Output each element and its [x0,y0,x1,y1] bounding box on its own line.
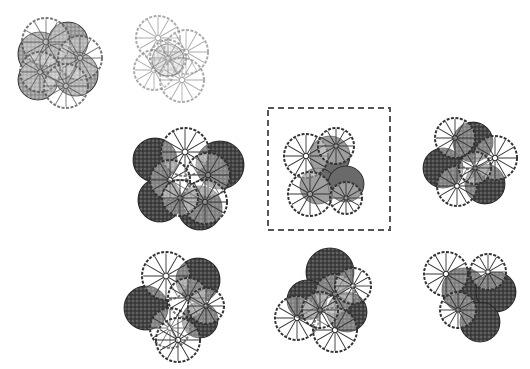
cluster-2 [134,16,208,102]
cluster-4 [284,128,364,216]
wheel-icon [188,288,224,324]
cluster-5 [423,118,517,206]
wheel-icon [424,252,468,296]
cluster-8 [424,252,516,342]
cluster-7 [275,248,371,352]
wheel-icon [288,172,332,216]
wheel-icon [330,182,362,214]
wheel-icon [335,268,371,304]
wheel-icon [156,318,200,362]
cluster-6 [124,252,224,362]
wheel-icon [150,40,186,76]
wheel-icon [44,64,88,108]
wheel-icon [440,292,476,328]
wheel-icon [162,180,198,216]
wheel-icon [302,292,338,328]
wheel-icon [318,128,354,164]
wheel-icon [470,254,506,290]
wheel-icon [435,118,475,158]
clusters-layer [18,16,517,362]
cluster-3 [133,128,244,230]
wheel-icon [459,152,491,184]
cluster-1 [18,18,102,108]
